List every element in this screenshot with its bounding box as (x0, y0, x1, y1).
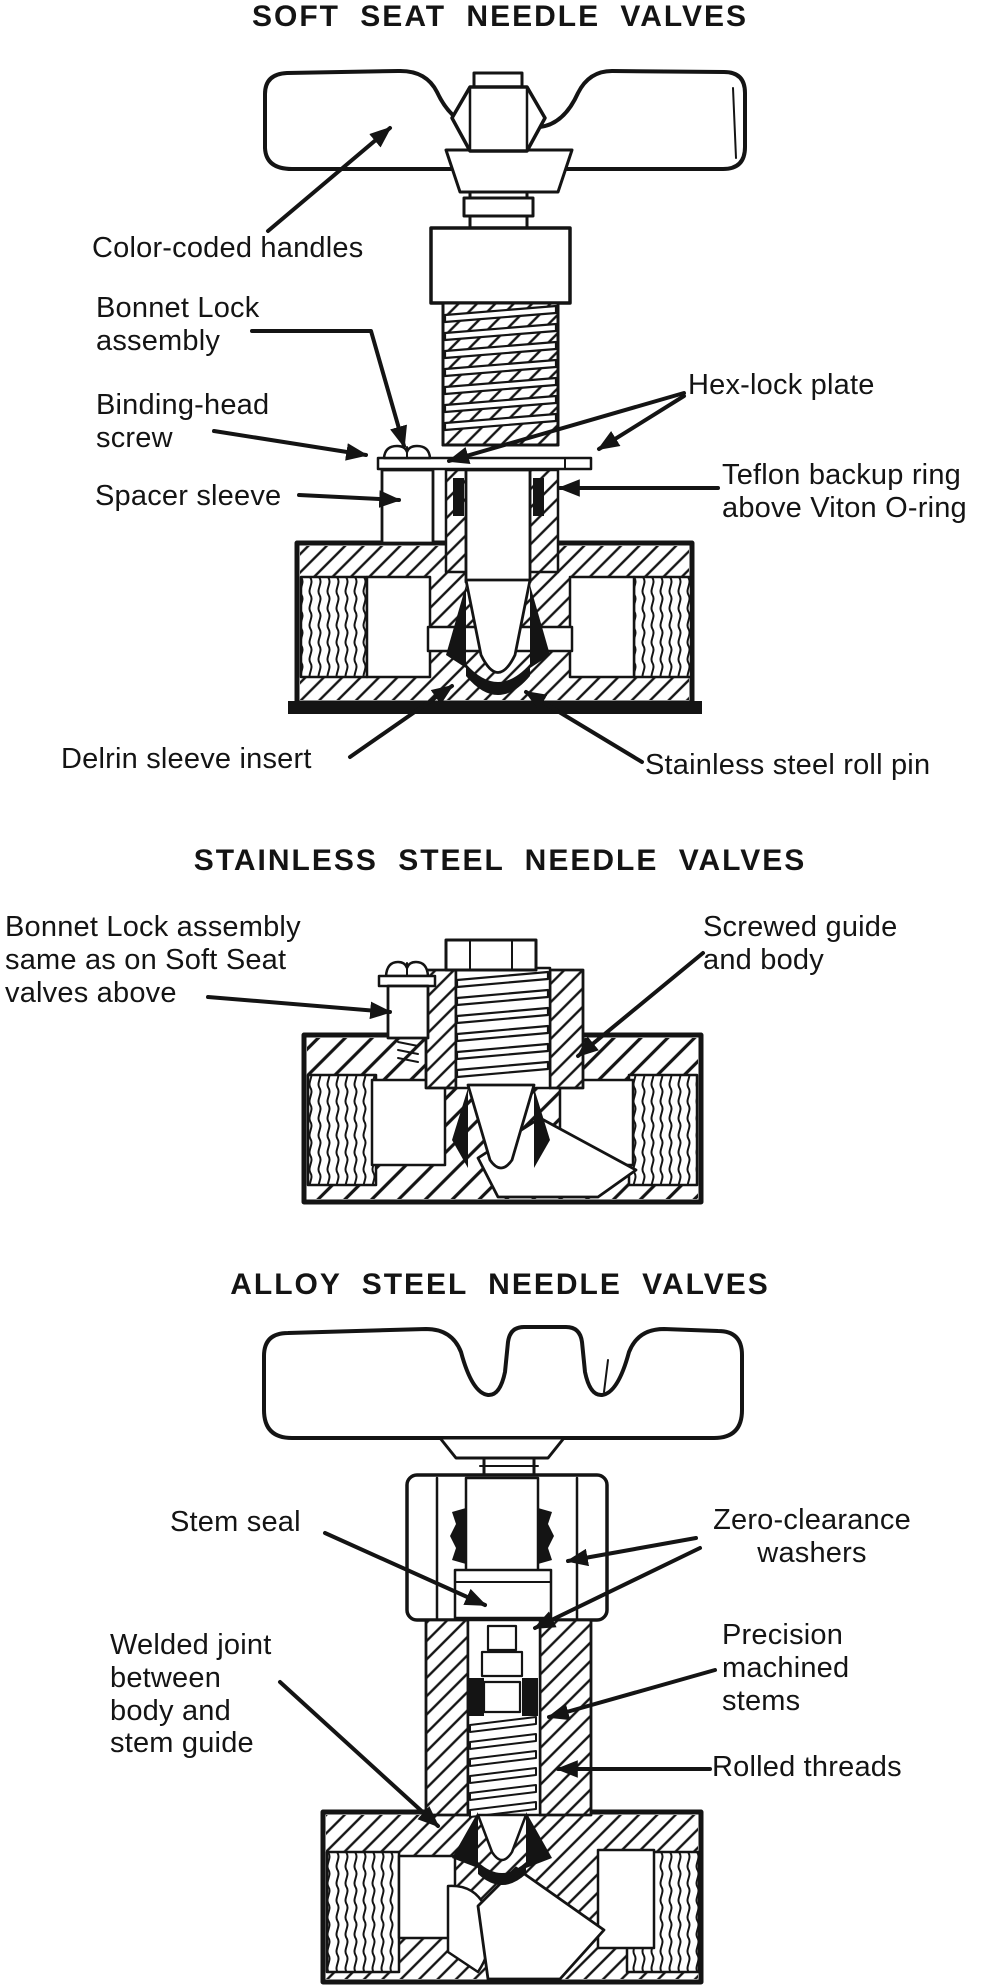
hex-lock-plate-part (376, 456, 593, 471)
alloy-valve-drawing (262, 1325, 744, 1985)
zero-clearance-washer-right (538, 1508, 554, 1564)
rolled-threads-part (469, 1716, 537, 1818)
label-teflon-backup-ring: Teflon backup ring above Viton O-ring (722, 459, 967, 524)
valve2-screwed-guide (424, 938, 585, 1090)
label-zero-clearance-washers: Zero-clearance washers (713, 1504, 911, 1569)
label-welded-joint: Welded joint between body and stem guide (110, 1629, 272, 1760)
valve3-hub (438, 1436, 566, 1460)
valve3-bonnet (405, 1473, 609, 1622)
arrow-stem-seal (323, 1531, 488, 1607)
valve3-needle (476, 1813, 528, 1862)
arrow-binding-head-screw (212, 429, 369, 461)
leader-arrows (206, 126, 720, 1828)
label-stainless-roll-pin: Stainless steel roll pin (645, 749, 931, 781)
teflon-ring-part (533, 478, 544, 516)
valve3-handle (262, 1325, 744, 1482)
arrow-delrin-sleeve-insert (348, 684, 454, 759)
precision-stem-part (482, 1680, 522, 1714)
valve1-hex-nut (450, 85, 547, 153)
needle-stem-part (464, 578, 532, 674)
valve2-bonnet-lock (377, 960, 437, 1063)
arrow-stainless-roll-pin (524, 690, 644, 764)
label-stem-seal: Stem seal (170, 1506, 301, 1538)
soft-seat-valve-drawing (263, 68, 747, 714)
arrow-welded-joint (278, 1680, 440, 1828)
stainless-valve-drawing (301, 938, 704, 1205)
label-color-coded-handles: Color-coded handles (92, 232, 364, 264)
label-spacer-sleeve: Spacer sleeve (95, 480, 282, 512)
section-title-soft-seat: SOFT SEAT NEEDLE VALVES (251, 0, 749, 33)
arrow-hex-lock-plate-right (597, 394, 686, 451)
label-screwed-guide-and-body: Screwed guide and body (703, 911, 898, 976)
label-delrin-sleeve-insert: Delrin sleeve insert (61, 743, 312, 775)
stem-seal-part (453, 1568, 553, 1620)
valve1-lock-plate-assembly (376, 444, 593, 545)
valve2-needle-seat (452, 1083, 550, 1170)
label-hex-lock-plate: Hex-lock plate (688, 369, 875, 401)
section-title-alloy: ALLOY STEEL NEEDLE VALVES (230, 1268, 770, 1301)
label-bonnet-lock-assembly: Bonnet Lock assembly (96, 292, 260, 357)
arrow-zero-clearance-upper (565, 1536, 698, 1567)
arrow-hex-lock-plate-left (446, 391, 686, 464)
zero-clearance-washer-left (450, 1508, 466, 1564)
valve1-bonnet (429, 190, 572, 447)
label-bonnet-lock-same: Bonnet Lock assembly same as on Soft Sea… (5, 911, 301, 1009)
section-title-stainless: STAINLESS STEEL NEEDLE VALVES (193, 844, 807, 877)
label-rolled-threads: Rolled threads (712, 1751, 902, 1783)
valve2-stem-top (444, 938, 538, 972)
arrow-screwed-guide (576, 951, 705, 1058)
arrow-zero-clearance-lower (533, 1546, 702, 1630)
arrow-bonnet-lock-same (206, 995, 393, 1020)
valve3-body (320, 1809, 704, 1985)
valve1-stem-and-seat (444, 468, 560, 695)
arrow-color-coded-handles (266, 126, 392, 233)
arrow-spacer-sleeve (297, 490, 402, 508)
viton-oring-part (453, 478, 464, 516)
label-binding-head-screw: Binding-head screw (96, 389, 270, 454)
arrow-precision-stems (546, 1668, 717, 1721)
delrin-seat-part (466, 664, 530, 695)
arrow-bonnet-lock-assembly (250, 329, 407, 449)
label-precision-machined-stems: Precision machined stems (722, 1619, 850, 1717)
valve1-hub (444, 148, 574, 194)
spacer-sleeve-part (380, 468, 435, 545)
